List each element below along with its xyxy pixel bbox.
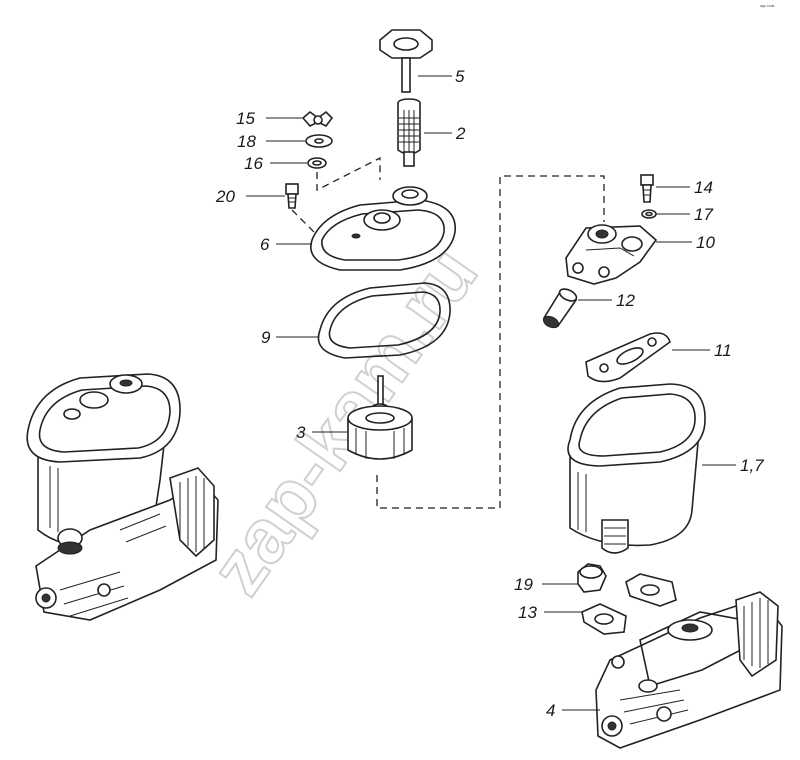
- part-4-pump: [595, 591, 783, 749]
- leader-lines: [246, 75, 736, 711]
- callout-labels: 5 2 15 18 16 20 6 9 3 14 17 10 12 11 1,7…: [215, 67, 764, 720]
- part-19-plug: [577, 563, 607, 593]
- part-9-gasket: [317, 282, 451, 359]
- callout-6: 6: [260, 235, 270, 254]
- assembled-reservoir-pump: [26, 373, 219, 621]
- part-20-valve: [285, 183, 299, 209]
- callout-4: 4: [546, 701, 555, 720]
- part-10-valve-housing: [565, 224, 658, 285]
- callout-11: 11: [714, 341, 732, 360]
- part-13-gasket: [581, 603, 627, 635]
- part-3-filter: [347, 375, 413, 460]
- callout-2: 2: [455, 124, 466, 143]
- part-18-washer: [305, 134, 333, 148]
- callout-9: 9: [261, 328, 271, 347]
- part-17-washer: [641, 209, 657, 219]
- callout-14: 14: [694, 178, 713, 197]
- callout-18: 18: [237, 132, 256, 151]
- part-5-dipstick: [379, 29, 433, 93]
- callout-13: 13: [518, 603, 537, 622]
- part-15-wing-nut: [301, 110, 334, 128]
- callout-20: 20: [215, 187, 235, 206]
- callout-1-7: 1,7: [740, 456, 764, 475]
- callout-17: 17: [694, 205, 713, 224]
- callout-15: 15: [236, 109, 255, 128]
- part-16-seal-ring: [307, 157, 327, 169]
- callout-10: 10: [696, 233, 715, 252]
- callout-5: 5: [455, 67, 465, 86]
- assembly-line-filter-to-valve: [376, 175, 605, 509]
- corner-mark: ᵃᵍᵉ ᶜᵒᵈᵉ: [760, 4, 775, 10]
- part-1-7-reservoir-tank: [567, 383, 706, 554]
- part-14-bolt: [640, 174, 654, 203]
- callout-12: 12: [616, 291, 635, 310]
- part-2-filter-element: [397, 98, 421, 167]
- callout-16: 16: [244, 154, 263, 173]
- flange-gasket: [625, 573, 677, 607]
- part-11-gasket: [585, 332, 671, 383]
- watermark-text: zap-kam.ru: [194, 232, 494, 609]
- callout-19: 19: [514, 575, 533, 594]
- callout-3: 3: [296, 423, 306, 442]
- part-6-reservoir-cover: [310, 186, 456, 271]
- part-12-tube: [542, 288, 578, 329]
